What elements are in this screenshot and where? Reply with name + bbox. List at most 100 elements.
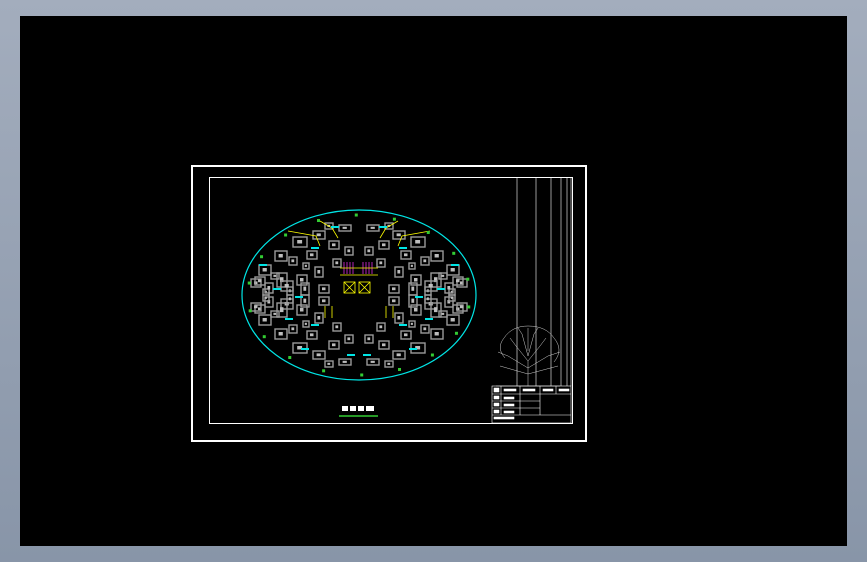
fixture-block	[414, 278, 418, 282]
fixture-block	[396, 353, 401, 357]
room-block	[378, 340, 390, 350]
fixture-block	[367, 249, 371, 253]
balcony-marker	[260, 255, 264, 259]
fixture-block	[379, 325, 383, 329]
room-block	[430, 328, 444, 340]
window-marker	[259, 264, 267, 266]
fixture-block	[347, 337, 351, 341]
fixture-block	[415, 346, 421, 350]
fixture-block	[423, 327, 427, 331]
fixture-block	[387, 224, 391, 227]
window-marker	[451, 264, 459, 266]
cad-model-space-viewport[interactable]	[20, 16, 847, 546]
fixture-block	[456, 307, 460, 311]
room-block	[292, 236, 308, 248]
room-block	[312, 230, 326, 240]
balcony-marker	[316, 219, 320, 223]
room-block	[288, 324, 298, 334]
fixture-block	[317, 270, 321, 274]
fixture-block	[450, 268, 455, 272]
balcony-marker	[466, 277, 470, 281]
balcony-marker	[467, 305, 471, 309]
room-block	[364, 246, 374, 256]
fixture-block	[410, 322, 413, 325]
room-block	[408, 282, 418, 296]
room-block	[276, 302, 288, 318]
balcony-marker	[284, 233, 288, 237]
fixture-block	[303, 286, 307, 291]
room-block	[312, 350, 326, 360]
title-block	[491, 385, 572, 424]
fixture-block	[460, 281, 464, 285]
room-block	[452, 304, 464, 314]
room-block	[270, 272, 280, 280]
cad-drawing-canvas[interactable]	[20, 16, 847, 546]
fixture-block	[258, 279, 262, 283]
room-block	[448, 294, 456, 302]
fixture-block	[254, 305, 258, 309]
window-marker	[399, 324, 407, 326]
room-block	[400, 330, 412, 340]
room-block	[258, 314, 272, 326]
window-marker	[437, 288, 445, 290]
room-block	[456, 302, 468, 312]
window-marker	[331, 226, 339, 228]
fixture-block	[347, 249, 351, 253]
room-block	[408, 262, 416, 270]
fixture-block	[411, 286, 415, 291]
room-block	[276, 272, 288, 288]
fixture-block	[460, 305, 464, 309]
room-block	[328, 340, 340, 350]
balcony-marker	[288, 356, 292, 360]
room-block	[296, 304, 308, 316]
window-marker	[285, 318, 293, 320]
fixture-block	[441, 312, 445, 315]
fixture-block	[304, 264, 307, 267]
fixture-block	[367, 337, 371, 341]
room-block	[250, 302, 262, 312]
fixture-block	[450, 290, 453, 293]
room-block	[388, 296, 400, 306]
room-block	[300, 282, 310, 296]
window-marker	[399, 247, 407, 249]
room-block	[250, 278, 262, 288]
floor-plan	[241, 209, 477, 381]
building-outline-ellipse	[241, 209, 477, 381]
fixture-block	[254, 281, 258, 285]
fixture-block	[392, 299, 396, 303]
room-block	[366, 358, 380, 366]
fixture-block	[288, 297, 291, 301]
room-block	[378, 240, 390, 250]
room-block	[452, 276, 464, 286]
fixture-block	[262, 268, 267, 272]
room-blocks	[250, 222, 468, 368]
balcony-marker	[247, 281, 251, 285]
fixture-block	[317, 316, 321, 320]
fixture-block	[280, 307, 284, 313]
fixture-block	[434, 277, 438, 283]
fixture-block	[273, 274, 277, 277]
window-markers	[259, 226, 459, 356]
window-marker	[379, 226, 387, 228]
fixture-block	[278, 332, 283, 336]
fixture-block	[297, 346, 303, 350]
tree-sketch	[496, 325, 561, 387]
room-block	[332, 258, 342, 268]
fixture-block	[316, 233, 321, 237]
fixture-block	[280, 277, 284, 283]
room-block	[318, 296, 330, 306]
room-block	[262, 294, 270, 302]
fixture-block	[450, 318, 455, 322]
room-block	[410, 236, 426, 248]
fixture-block	[410, 264, 413, 267]
fixture-block	[264, 296, 267, 299]
room-block	[270, 310, 280, 318]
balcony-marker	[354, 213, 358, 217]
fixture-block	[258, 307, 262, 311]
room-block	[306, 250, 318, 260]
room-block	[314, 266, 324, 278]
window-marker	[363, 354, 371, 356]
fixture-block	[414, 308, 418, 312]
fixture-block	[411, 298, 415, 303]
